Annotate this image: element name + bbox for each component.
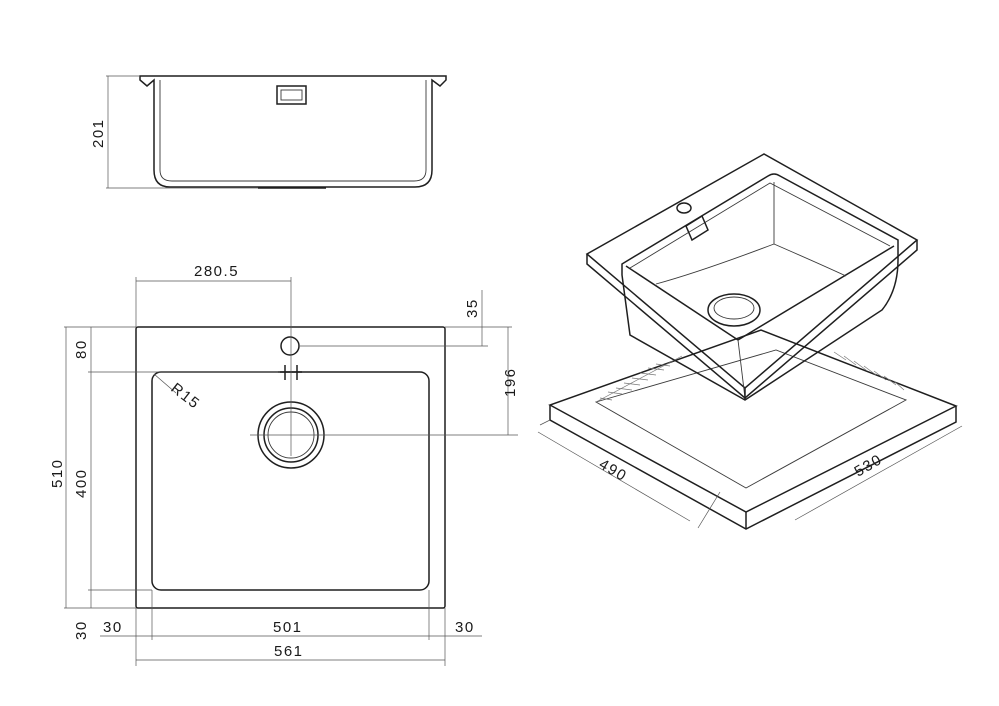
overflow-slot-icon — [276, 85, 307, 105]
hatching — [599, 351, 905, 401]
dim-iso-depth-label: 490 — [596, 456, 630, 485]
isometric-cutout-slab — [548, 329, 958, 530]
dim-edge-top-label: 80 — [73, 339, 90, 359]
iso-overflow-icon — [685, 214, 709, 242]
dimension-corner-radius: R15 — [153, 373, 204, 413]
sink-outline — [135, 326, 446, 609]
iso-tap-hole-icon — [676, 202, 692, 214]
dim-tap-x-label: 280.5 — [194, 263, 239, 280]
iso-waste-icon — [707, 293, 761, 327]
dim-tap-offset-label: 35 — [464, 298, 481, 318]
dimension-widths: 30 501 30 561 — [100, 590, 482, 666]
dim-bowl-depth-label: 400 — [73, 468, 90, 498]
front-section-view — [139, 75, 447, 189]
dimension-height: 201 — [90, 75, 258, 189]
dim-side-left-label: 30 — [103, 619, 123, 636]
tap-hole-icon — [280, 336, 300, 356]
dim-height-label: 201 — [90, 118, 107, 148]
dim-bowl-width-label: 501 — [273, 619, 303, 636]
top-plan-view — [135, 326, 446, 609]
dimension-left-stack: 510 80 400 30 — [49, 327, 92, 640]
dim-side-right-label: 30 — [455, 619, 475, 636]
dim-corner-radius-label: R15 — [168, 380, 204, 413]
dim-overall-width-label: 561 — [274, 643, 304, 660]
dim-tap-to-waste-label: 196 — [502, 367, 519, 397]
isometric-sink — [585, 153, 919, 401]
dimension-tap-to-waste: 196 — [502, 327, 519, 435]
dimension-tap-offset: 35 — [464, 290, 483, 346]
dimension-tap-x: 280.5 — [135, 263, 291, 327]
dim-bottom-margin-label: 30 — [73, 620, 90, 640]
plan-centerlines — [64, 277, 518, 609]
dimension-iso: 490 530 — [537, 419, 963, 529]
dim-overall-depth-label: 510 — [49, 458, 66, 488]
